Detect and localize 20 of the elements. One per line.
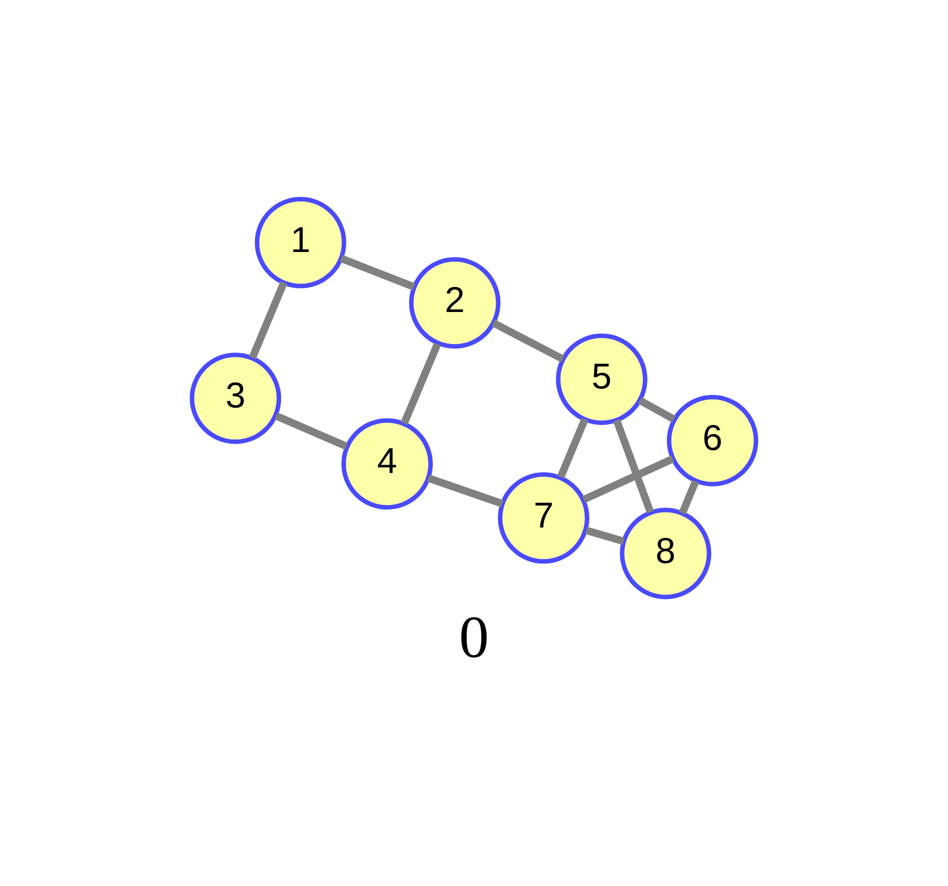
connector bbox=[582, 455, 674, 504]
node-circle: 3 bbox=[190, 352, 282, 444]
connector bbox=[427, 474, 504, 508]
connector bbox=[400, 342, 441, 425]
connector bbox=[274, 412, 348, 450]
caption: 0 bbox=[459, 604, 489, 670]
node-circle: 1 bbox=[254, 196, 346, 288]
connector bbox=[248, 281, 288, 360]
node-circle: 4 bbox=[341, 418, 433, 510]
connector bbox=[557, 418, 588, 479]
connector bbox=[638, 397, 676, 422]
node-circle: 5 bbox=[556, 334, 648, 425]
connector bbox=[492, 320, 565, 362]
node-circle: 7 bbox=[498, 472, 590, 564]
connector bbox=[613, 418, 654, 514]
node-circle: 2 bbox=[409, 257, 500, 349]
node-circle: 6 bbox=[666, 394, 758, 486]
connector bbox=[340, 254, 416, 290]
node-circle: 8 bbox=[620, 508, 712, 600]
connector bbox=[585, 526, 625, 545]
